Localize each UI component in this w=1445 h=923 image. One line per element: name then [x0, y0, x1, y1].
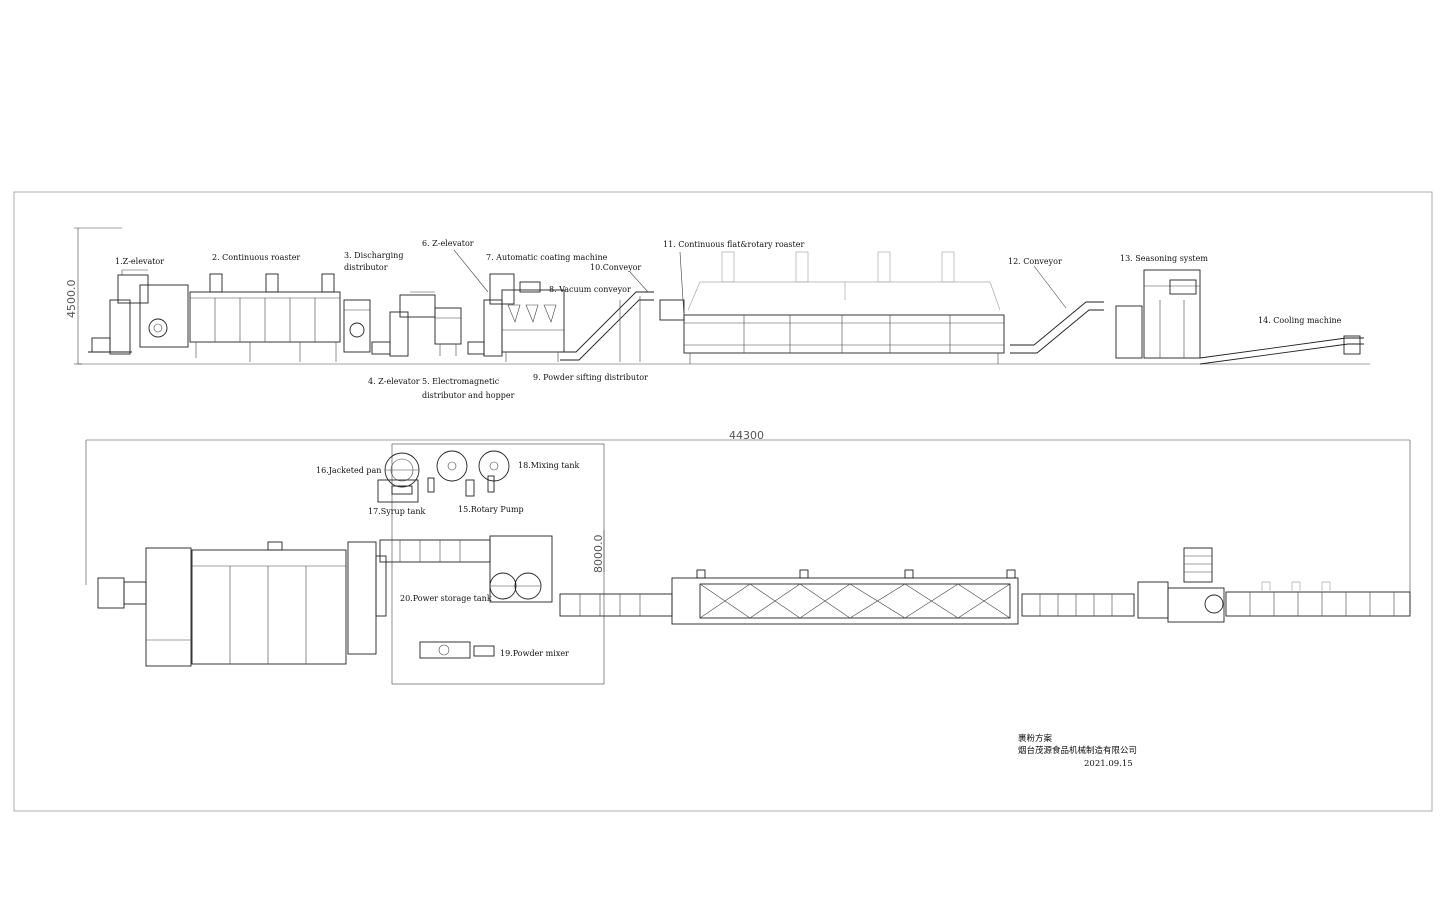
- dimension-elevation-height: 4500.0: [65, 280, 78, 319]
- label-discharging-distributor-2: distributor: [344, 263, 388, 272]
- coating-section-plan: [379, 535, 553, 603]
- label-z-elevator-4: 4. Z-elevator: [368, 377, 420, 386]
- label-powder-mixer: 19.Powder mixer: [500, 649, 569, 658]
- label-powder-sifting: 9. Powder sifting distributor: [533, 373, 648, 382]
- label-syrup-tank: 17.Syrup tank: [368, 507, 426, 516]
- label-flat-rotary-roaster: 11. Continuous flat&rotary roaster: [663, 240, 804, 249]
- discharging-distributor: [343, 299, 371, 353]
- powder-mixer: [419, 641, 495, 659]
- coating-machine: [501, 281, 565, 362]
- label-z-elevator-1: 1.Z-elevator: [115, 257, 164, 266]
- seasoning-system: [1115, 269, 1201, 359]
- z-elevator-1: [88, 269, 149, 355]
- powder-storage-tank: [489, 572, 542, 600]
- label-jacketed-pan: 16.Jacketed pan: [316, 466, 381, 475]
- label-conveyor-12: 12. Conveyor: [1008, 257, 1062, 266]
- plan-view: [97, 443, 1411, 685]
- label-conveyor-10: 10.Conveyor: [590, 263, 641, 272]
- rotary-pumps: [427, 475, 495, 497]
- jacketed-pan: [384, 452, 420, 495]
- flat-rotary-roaster-plan: [671, 569, 1019, 625]
- mixing-tanks: [436, 450, 510, 482]
- length-dimension: [85, 439, 1411, 614]
- label-mixing-tank: 18.Mixing tank: [518, 461, 579, 470]
- label-discharging-distributor-1: 3. Discharging: [344, 251, 403, 260]
- label-vacuum-conveyor: 8. Vacuum conveyor: [549, 285, 631, 294]
- dimension-plan-width: 8000.0: [592, 535, 605, 574]
- electromagnetic-distributor-hopper: [434, 307, 462, 356]
- dimension-total-length: 44300: [729, 429, 764, 442]
- title-block-company: 烟台茂源食品机械制造有限公司: [1018, 745, 1137, 756]
- flat-rotary-roaster: [659, 251, 1005, 364]
- seasoning-system-plan: [1137, 547, 1225, 623]
- conveyor-12: [1010, 301, 1104, 354]
- z-elevator-6: [467, 273, 515, 357]
- label-electromagnetic-1: 5. Electromagnetic: [422, 377, 500, 386]
- label-rotary-pump: 15.Rotary Pump: [458, 505, 524, 514]
- z-elevator-4: [371, 291, 436, 357]
- label-electromagnetic-2: distributor and hopper: [422, 391, 515, 400]
- cooling-machine: [1199, 335, 1364, 365]
- title-block-scheme: 裹粉方案: [1018, 733, 1053, 744]
- conveyor-plan-10: [559, 593, 673, 617]
- syrup-tank: [377, 479, 419, 503]
- label-z-elevator-6: 6. Z-elevator: [422, 239, 474, 248]
- label-coating-machine: 7. Automatic coating machine: [486, 253, 608, 262]
- conveyor-plan-12: [1021, 593, 1135, 617]
- label-cooling-machine: 14. Cooling machine: [1258, 316, 1342, 325]
- roaster-plan: [97, 541, 347, 667]
- cooling-machine-plan: [1225, 581, 1411, 617]
- drawing-frame: [13, 191, 1433, 812]
- label-seasoning-system: 13. Seasoning system: [1120, 254, 1208, 263]
- continuous-roaster: [139, 273, 341, 362]
- title-block-date: 2021.09.15: [1084, 759, 1133, 769]
- conveyor-10: [560, 291, 654, 362]
- label-continuous-roaster: 2. Continuous roaster: [212, 253, 300, 262]
- height-dimension: [74, 227, 122, 365]
- label-powder-storage-tank: 20.Power storage tank: [400, 594, 492, 603]
- distributor-plan: [347, 541, 387, 655]
- elevation-view: [74, 227, 1370, 365]
